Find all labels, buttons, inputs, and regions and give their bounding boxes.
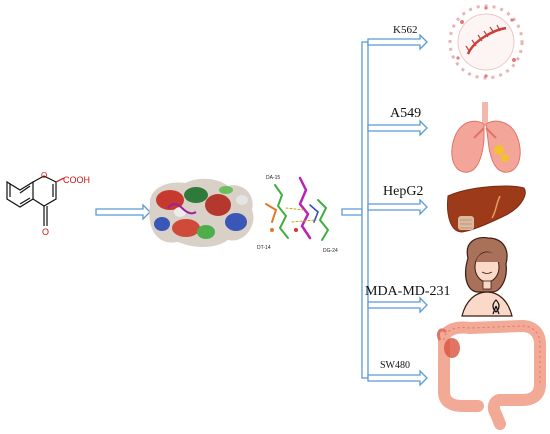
label-sw480: SW480 [380,360,410,371]
liver-icon [447,185,526,233]
colon-icon [436,319,546,430]
keto-oxygen-label: O [42,227,49,237]
ring-oxygen-label: O [41,171,47,180]
label-mda-md-231: MDA-MD-231 [365,284,451,299]
label-hepg2: HepG2 [383,184,423,199]
protein-surface-image [149,178,254,247]
branching-arrows [341,33,428,387]
docking-pose-image [265,176,330,241]
residue-label-dg24: DG-24 [323,248,338,254]
blood-cell-icon [448,4,524,80]
cooh-label: COOH [63,175,90,185]
arrow-to-protein [95,203,151,221]
residue-label-da15: DA-15 [266,175,280,181]
label-a549: A549 [390,106,421,121]
label-k562: K562 [393,24,417,36]
chromone-carboxylic-acid-structure [6,175,65,226]
lungs-icon [451,102,521,173]
breast-cancer-woman-icon [461,237,513,317]
residue-label-dt14: DT-14 [257,245,271,251]
